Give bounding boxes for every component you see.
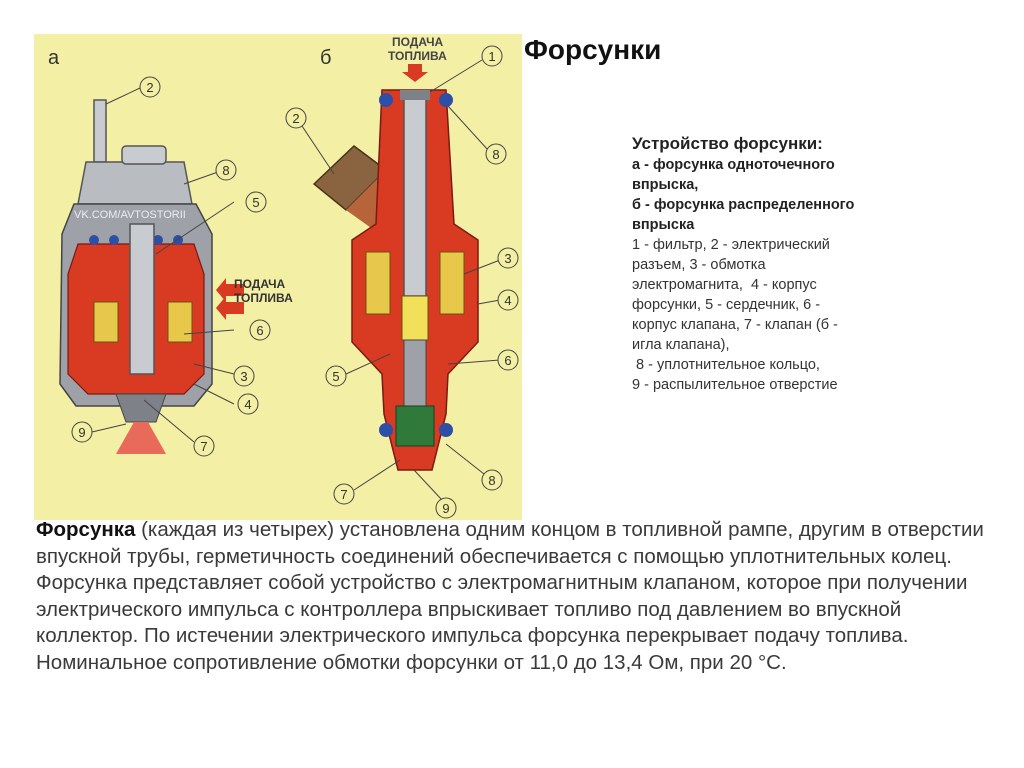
legend-bold-line: впрыска [632,217,695,233]
legend-bold-line: а - форсунка одноточечного [632,157,835,173]
callout-a-8: 9 [78,425,85,440]
legend-line: 9 - распылительное отверстие [632,377,838,393]
callout-b-5: 4 [504,293,511,308]
callout-a-2: 8 [222,163,229,178]
fuel-supply-b-line1: ПОДАЧА [392,35,444,49]
callout-a-1: 2 [146,80,153,95]
callout-a-6: 4 [244,397,251,412]
callout-b-8: 8 [488,473,495,488]
callout-b-1: 1 [488,49,495,64]
callout-b-3: 8 [492,147,499,162]
callout-a-7: 7 [200,439,207,454]
paragraph-1-rest: (каждая из четырех) установлена одним ко… [36,518,984,568]
callout-b-4: 3 [504,251,511,266]
paragraph-1: Форсунка (каждая из четырех) установлена… [36,517,996,570]
injector-a-drawing: а ПОДАЧА [48,47,293,457]
callout-a-4: 6 [256,323,263,338]
paragraph-2: Форсунка представляет собой устройство с… [36,571,968,674]
legend-line: электромагнита, 4 - корпус [632,277,817,293]
callout-b-7: 6 [504,353,511,368]
callout-b-2: 2 [292,111,299,126]
legend-line: корпус клапана, 7 - клапан (б - [632,317,838,333]
injector-diagram: а ПОДАЧА [34,34,522,520]
callout-b-6: 5 [332,369,339,384]
callout-b-9: 7 [340,487,347,502]
page-title: Форсунки [524,34,662,65]
body-text: Форсунка (каждая из четырех) установлена… [36,517,996,676]
callout-a-5: 3 [240,369,247,384]
legend-line: форсунки, 5 - сердечник, 6 - [632,297,821,313]
legend-block: Устройство форсунки: а - форсунка одното… [632,133,932,395]
legend-line: разъем, 3 - обмотка [632,257,766,273]
fuel-supply-b-line2: ТОПЛИВА [388,49,447,63]
watermark: VK.COM/AVTOSTORII [74,209,186,221]
injector-b-drawing: б ПОДАЧА ТОПЛИВА [285,35,519,519]
panel-b-label: б [320,47,331,69]
paragraph-1-bold: Форсунка [36,518,136,541]
legend-line: 8 - уплотнительное кольцо, [632,357,820,373]
fuel-supply-a-line1: ПОДАЧА [234,277,286,291]
legend-line: 1 - фильтр, 2 - электрический [632,237,830,253]
callout-b-10: 9 [442,501,449,516]
legend-bold-line: впрыска, [632,177,699,193]
legend-bold-line: б - форсунка распределенного [632,197,855,213]
callout-a-3: 5 [252,195,259,210]
legend-line: игла клапана), [632,337,730,353]
panel-a-label: а [48,47,60,69]
fuel-supply-a-line2: ТОПЛИВА [234,291,293,305]
legend-heading: Устройство форсунки: [632,134,823,153]
